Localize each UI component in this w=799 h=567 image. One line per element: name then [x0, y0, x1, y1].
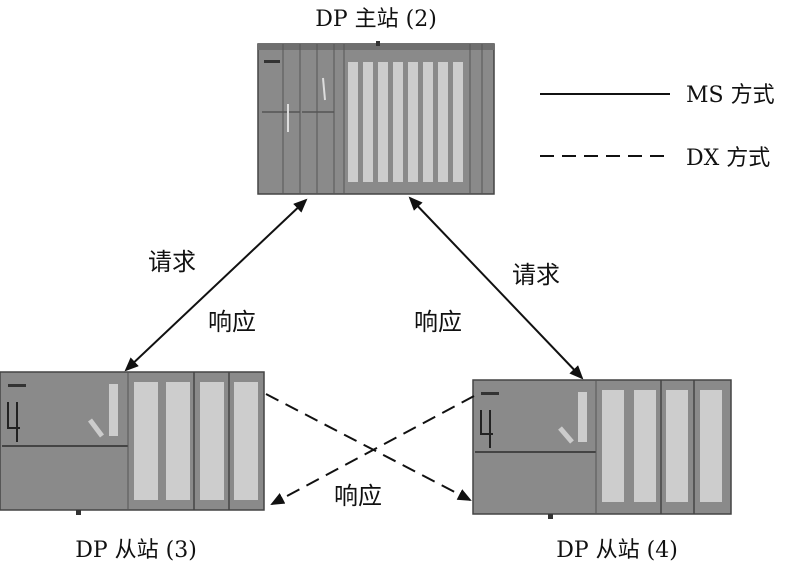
- left-ms-link: [124, 198, 308, 372]
- slave3-rack: [0, 371, 265, 515]
- right-response-label: 响应: [414, 308, 462, 336]
- legend-ms-label: MS 方式: [686, 83, 775, 108]
- master-label: DP 主站 (2): [315, 7, 437, 32]
- legend-dx-label: DX 方式: [686, 146, 770, 171]
- slave3-label: DP 从站 (3): [75, 538, 197, 563]
- left-response-label: 响应: [208, 308, 256, 336]
- right-ms-link: [408, 196, 584, 380]
- dx-link-3-to-4: [265, 393, 472, 501]
- legend: MS 方式 DX 方式: [540, 83, 775, 171]
- right-request-label: 请求: [512, 261, 560, 289]
- master-rack: [257, 41, 495, 195]
- left-request-label: 请求: [148, 248, 196, 276]
- slave4-label: DP 从站 (4): [556, 538, 678, 563]
- dx-link-4-to-3: [270, 395, 475, 505]
- cross-response-label: 响应: [334, 482, 382, 510]
- slave4-rack: [472, 379, 732, 519]
